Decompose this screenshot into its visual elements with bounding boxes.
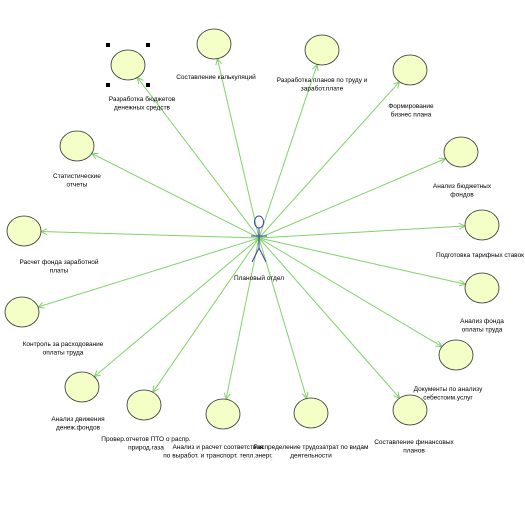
use-case-label: Провер.отчетов ПТО о распр. (101, 436, 191, 443)
use-case-label: Анализ бюджетных (433, 182, 492, 190)
association-line[interactable] (258, 237, 400, 399)
use-case-label: планов (403, 448, 425, 455)
association-line[interactable] (40, 231, 260, 239)
use-case-label: платы (50, 268, 69, 275)
actor-name-label: Плановый отдел (234, 274, 284, 282)
use-case-ellipse[interactable] (6, 215, 42, 247)
use-case-label: Разработка бюджетов (109, 95, 176, 103)
use-case-label: Составление калькуляций (176, 73, 256, 81)
use-case-label: деятельности (290, 453, 332, 460)
use-case-label: Статистические (53, 173, 101, 180)
use-case-uc-13[interactable]: Анализ движения денеж.фондов (51, 371, 105, 432)
use-case-label: природ.газа (128, 445, 164, 452)
use-case-label: Анализ движения (51, 416, 105, 423)
association-line[interactable] (258, 64, 318, 239)
use-case-ellipse[interactable] (464, 209, 500, 241)
association-line[interactable] (258, 237, 466, 285)
use-case-label: заработ.плате (301, 85, 344, 93)
use-case-label: Подготовка тарифных ставок (436, 252, 524, 259)
association-line[interactable] (216, 58, 260, 239)
use-case-ellipse[interactable] (196, 28, 232, 60)
use-case-label: Документы по анализу (414, 386, 483, 393)
association-line[interactable] (37, 237, 260, 308)
actor-group[interactable]: Плановый отдел (234, 215, 284, 282)
use-case-label: денеж.фондов (56, 425, 101, 432)
use-case-uc-05[interactable]: Анализ бюджетных фондов (433, 136, 492, 199)
use-case-label: Анализ и расчет соответствия (172, 444, 264, 451)
association-line[interactable] (91, 153, 260, 239)
use-case-ellipse[interactable] (64, 371, 100, 403)
use-case-label: Анализ фонда (460, 318, 504, 325)
stick-figure-actor-icon[interactable] (251, 215, 267, 263)
use-case-label: Контроль за расходование (23, 341, 104, 348)
use-case-ellipse[interactable] (59, 130, 95, 162)
use-case-label: Формирование (388, 103, 434, 110)
association-line[interactable] (258, 81, 400, 239)
use-case-uc-16[interactable]: Статистические отчеты (53, 130, 101, 189)
use-case-label: отчеты (67, 182, 88, 189)
association-line[interactable] (152, 237, 260, 393)
use-case-label: по выработ. и транспорт. тепл.энерг. (163, 452, 273, 460)
use-case-label: оплаты труда (43, 350, 84, 357)
use-case-uc-09[interactable]: Составление финансовых планов (374, 394, 455, 455)
use-case-ellipse[interactable] (293, 397, 329, 429)
association-arrowhead (152, 385, 159, 394)
use-case-uc-06[interactable]: Подготовка тарифных ставок (436, 209, 524, 259)
selection-handle[interactable] (106, 83, 110, 87)
use-case-uc-03[interactable]: Разработка планов по труду изаработ.плат… (277, 34, 368, 93)
association-line[interactable] (258, 237, 308, 399)
association-line[interactable] (258, 158, 446, 239)
use-case-label: Составление финансовых (374, 439, 454, 446)
association-line[interactable] (137, 77, 260, 239)
use-case-label: денежных средств (114, 105, 171, 112)
use-case-label: Распределение трудозатрат по видам (254, 444, 369, 451)
use-case-ellipse[interactable] (126, 389, 162, 421)
association-line[interactable] (258, 225, 466, 239)
selection-handle[interactable] (146, 83, 150, 87)
association-line[interactable] (225, 237, 260, 400)
use-case-ellipse[interactable] (392, 394, 428, 426)
use-case-ellipse[interactable] (438, 339, 474, 371)
use-case-label: себестоим.услуг (423, 394, 473, 402)
use-case-uc-02[interactable]: Составление калькуляций (176, 28, 256, 81)
association-line[interactable] (93, 237, 260, 377)
use-case-label: бизнес плана (391, 111, 432, 119)
use-case-ellipse[interactable] (110, 49, 146, 81)
selection-handle[interactable] (106, 43, 110, 47)
use-case-ellipse[interactable] (443, 136, 479, 168)
use-case-label: Расчет фонда заработной (19, 258, 98, 266)
use-case-label: Разработка планов по труду и (277, 76, 368, 84)
use-case-label: фондов (450, 192, 474, 199)
use-case-uc-15[interactable]: Расчет фонда заработной платы (6, 215, 99, 275)
use-case-uc-07[interactable]: Анализ фонда оплаты труда (460, 272, 504, 334)
use-case-ellipse[interactable] (205, 398, 241, 430)
association-line[interactable] (258, 237, 443, 348)
use-case-uc-10[interactable]: Распределение трудозатрат по видам деятел… (254, 397, 369, 460)
use-case-ellipse[interactable] (392, 54, 428, 86)
use-case-uc-14[interactable]: Контроль за расходование оплаты труда (4, 296, 104, 357)
use-case-uc-12[interactable]: Провер.отчетов ПТО о распр. природ.газа (101, 389, 191, 452)
use-case-ellipse[interactable] (304, 34, 340, 66)
use-case-ellipse[interactable] (4, 296, 40, 328)
associations-layer (36, 57, 467, 401)
use-case-ellipse[interactable] (464, 272, 500, 304)
use-case-label: оплаты труда (462, 327, 503, 334)
use-case-uc-01[interactable]: Разработка бюджетов денежных средств (106, 43, 176, 112)
selection-handle[interactable] (146, 43, 150, 47)
